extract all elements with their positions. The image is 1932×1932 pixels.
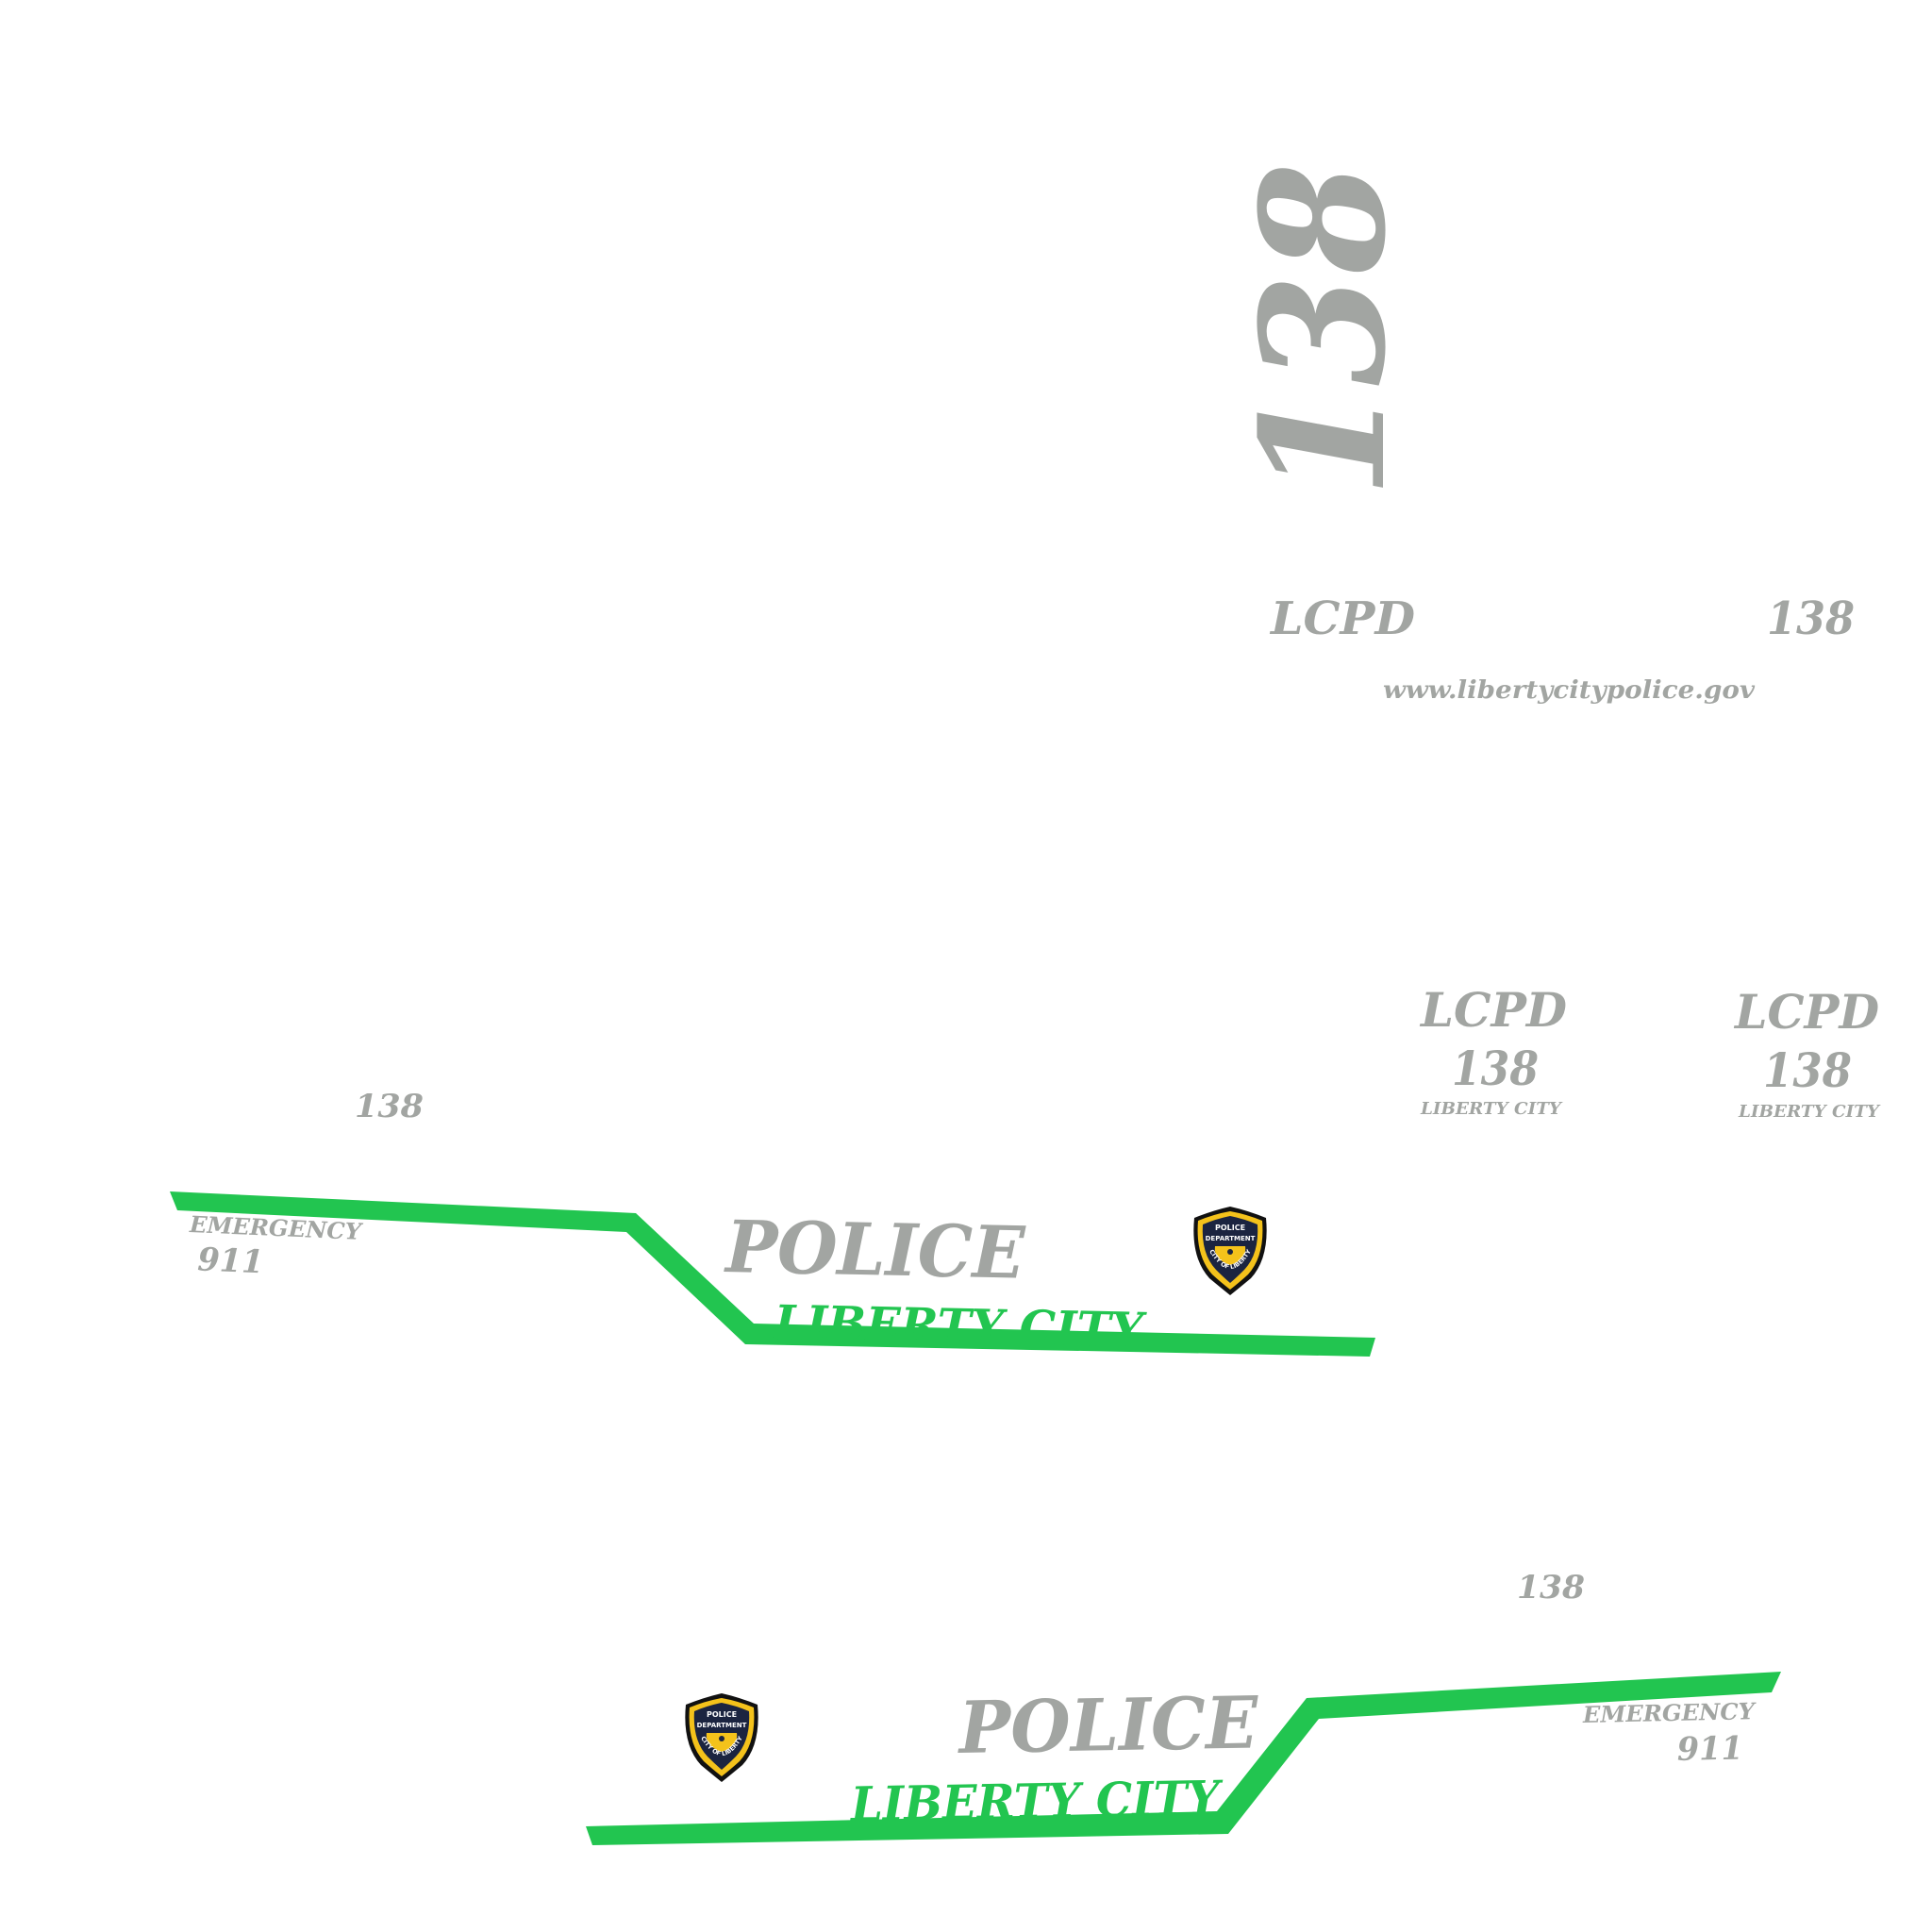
- rear-unit-number: 138: [1767, 592, 1855, 645]
- side-unit-number: 138: [355, 1088, 424, 1125]
- door-city: LIBERTY CITY: [1420, 1099, 1563, 1119]
- side-unit-number: 138: [1517, 1569, 1585, 1607]
- door-unit-number: 138: [1452, 1041, 1539, 1096]
- right-side-livery: 138 EMERGENCY 911 POLICE LIBERTY CITY PO…: [586, 1569, 1781, 1845]
- badge-line2: DEPARTMENT: [1206, 1235, 1256, 1242]
- door-city: LIBERTY CITY: [1738, 1102, 1881, 1122]
- side-911: 911: [197, 1241, 265, 1281]
- side-stripe: [170, 1191, 1375, 1357]
- side-liberty-city: LIBERTY CITY: [772, 1294, 1147, 1357]
- police-badge-icon: POLICE DEPARTMENT CITY OF LIBERTY: [1193, 1207, 1267, 1295]
- roof-unit-number: 138: [1224, 162, 1424, 498]
- side-911: 911: [1676, 1729, 1743, 1768]
- side-liberty-city: LIBERTY CITY: [848, 1770, 1224, 1832]
- left-side-livery: 138 EMERGENCY 911 POLICE LIBERTY CITY PO…: [170, 1088, 1375, 1357]
- side-stripe: [586, 1672, 1781, 1845]
- door-lcpd: LCPD: [1419, 982, 1567, 1038]
- side-police: POLICE: [957, 1680, 1259, 1770]
- rear-website: www.libertycitypolice.gov: [1383, 676, 1756, 705]
- rear-lcpd: LCPD: [1269, 592, 1415, 645]
- badge-line2: DEPARTMENT: [697, 1722, 747, 1729]
- side-emergency: EMERGENCY: [1582, 1697, 1757, 1728]
- door-unit-number: 138: [1763, 1042, 1852, 1098]
- side-police: POLICE: [724, 1205, 1027, 1295]
- front-door-block-2: LCPD 138 LIBERTY CITY: [1733, 984, 1881, 1122]
- front-door-block-1: LCPD 138 LIBERTY CITY: [1419, 982, 1567, 1119]
- door-lcpd: LCPD: [1733, 984, 1879, 1040]
- badge-line1: POLICE: [707, 1710, 737, 1719]
- police-badge-icon: POLICE DEPARTMENT CITY OF LIBERTY: [685, 1693, 758, 1782]
- badge-line1: POLICE: [1215, 1224, 1245, 1232]
